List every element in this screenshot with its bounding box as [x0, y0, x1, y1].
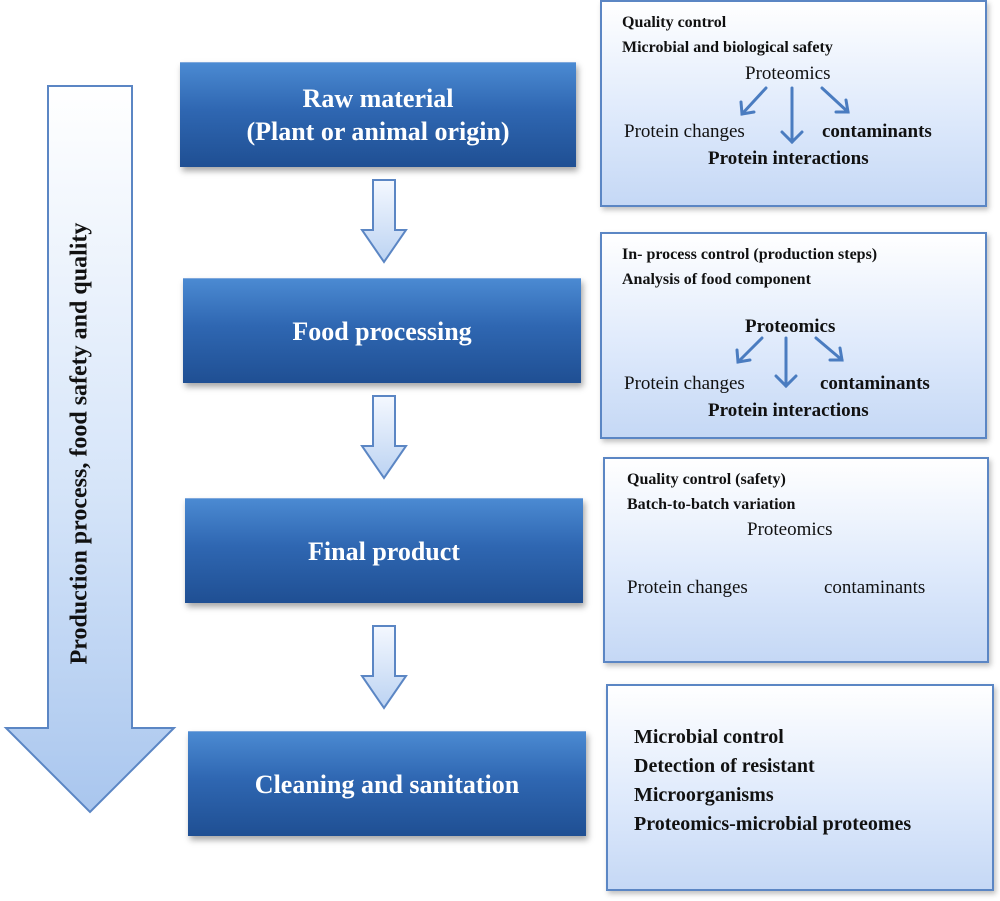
info-line: Proteomics-microbial proteomes [634, 813, 912, 835]
stage-food-processing: Food processing [183, 278, 581, 383]
proteomics-branch-arrows [739, 86, 850, 145]
process-direction-arrow [3, 85, 177, 814]
info-box-raw-material: Quality control Microbial and biological… [600, 0, 987, 207]
info-header: Batch-to-batch variation [627, 496, 796, 513]
protein-changes-label: Protein changes [624, 373, 745, 394]
proteomics-label: Proteomics [747, 519, 833, 540]
proteomics-label: Proteomics [745, 63, 831, 84]
down-arrow-1 [360, 179, 408, 264]
stage-label: Cleaning and sanitation [254, 769, 520, 799]
down-arrow-3 [360, 625, 408, 710]
stage-label: Food processing [292, 316, 472, 346]
info-header: Quality control (safety) [627, 471, 786, 488]
stage-final-product: Final product [185, 498, 583, 603]
down-arrow-2 [360, 395, 408, 480]
contaminants-label: contaminants [824, 577, 926, 598]
stage-label: Raw material (Plant or animal origin) [246, 84, 510, 146]
info-box-final-product: Quality control (safety) Batch-to-batch … [603, 457, 989, 663]
proteomics-branch-arrows [735, 336, 844, 389]
info-line: Detection of resistant [634, 755, 815, 777]
contaminants-label: contaminants [822, 121, 932, 142]
proteomics-label: Proteomics [745, 316, 836, 337]
info-header: Quality control [622, 14, 727, 31]
protein-interactions-label: Protein interactions [708, 148, 869, 169]
info-box-cleaning: Microbial control Detection of resistant… [606, 684, 994, 891]
stage-cleaning-sanitation: Cleaning and sanitation [188, 731, 586, 836]
info-box-food-processing: In- process control (production steps) A… [600, 232, 987, 439]
stage-raw-material: Raw material (Plant or animal origin) [180, 62, 576, 167]
info-header: In- process control (production steps) [622, 246, 878, 263]
protein-interactions-label: Protein interactions [708, 400, 869, 421]
protein-changes-label: Protein changes [624, 121, 745, 142]
protein-changes-label: Protein changes [627, 577, 748, 598]
info-header: Analysis of food component [622, 271, 811, 288]
info-line: Microorganisms [634, 784, 774, 806]
info-header: Microbial and biological safety [622, 39, 833, 56]
stage-label: Final product [308, 536, 460, 566]
contaminants-label: contaminants [820, 373, 930, 394]
process-axis-label: Production process, food safety and qual… [66, 222, 93, 665]
info-line: Microbial control [634, 726, 784, 748]
